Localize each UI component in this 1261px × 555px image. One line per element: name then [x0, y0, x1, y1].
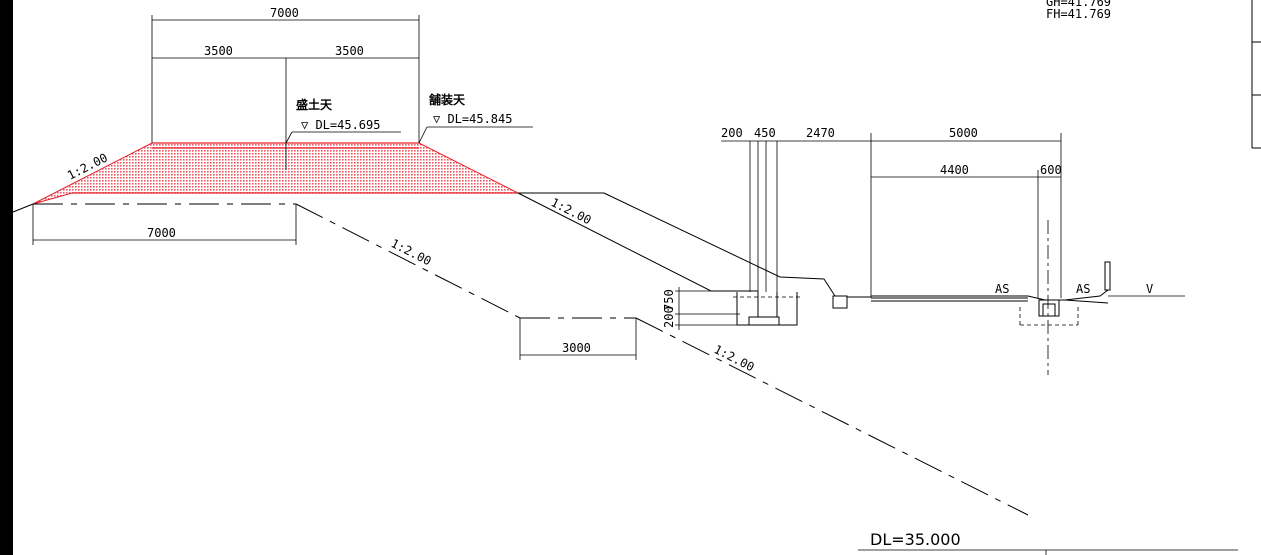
- dim-4400: 4400: [940, 163, 969, 177]
- fill-top-level: ▽ DL=45.695: [301, 118, 380, 132]
- pavement-top-title: 舗装天: [428, 92, 466, 107]
- gh-value: GH=41.769: [1046, 0, 1111, 9]
- dim-5000: 5000: [949, 126, 978, 140]
- fh-value: FH=41.769: [1046, 7, 1111, 21]
- ground-lines: [12, 192, 836, 297]
- top-dimensions: [151, 15, 420, 170]
- dim-600: 600: [1040, 163, 1062, 177]
- dim-berm-width: 3000: [562, 341, 591, 355]
- retaining-structure: [733, 141, 801, 326]
- dim-top-left-half: 3500: [204, 44, 233, 58]
- old-surface-dashed: [33, 203, 1029, 516]
- road-dimensions: [721, 133, 1062, 298]
- dim-200-vertical: 200: [662, 306, 676, 328]
- dim-450: 450: [754, 126, 776, 140]
- dim-top-right-half: 3500: [335, 44, 364, 58]
- pavement-top-level: ▽ DL=45.845: [433, 112, 512, 126]
- berm-dimension: [519, 318, 637, 360]
- dim-750: 750: [662, 289, 676, 311]
- drain-structure: [1019, 220, 1079, 375]
- slope-embankment-label: 1:2.00: [549, 195, 594, 227]
- v-mark: V: [1146, 282, 1153, 296]
- fill-top-title: 盛土天: [296, 97, 333, 112]
- left-border: [0, 0, 13, 555]
- dim-2470: 2470: [806, 126, 835, 140]
- dim-200: 200: [721, 126, 743, 140]
- title-block-frame: [1251, 0, 1261, 149]
- datum-label: DL=35.000: [870, 530, 961, 549]
- road-pavement: [832, 261, 1185, 309]
- slope-ground-upper-label: 1:2.00: [389, 236, 434, 268]
- embankment-fill: [32, 142, 519, 205]
- as-label-right: AS: [1076, 282, 1090, 296]
- base-dimension: [32, 204, 297, 245]
- slope-ground-lower-label: 1:2.00: [712, 342, 757, 374]
- as-label-left: AS: [995, 282, 1009, 296]
- dim-top-total: 7000: [270, 6, 299, 20]
- vertical-dimensions: [675, 287, 740, 330]
- dim-base-width: 7000: [147, 226, 176, 240]
